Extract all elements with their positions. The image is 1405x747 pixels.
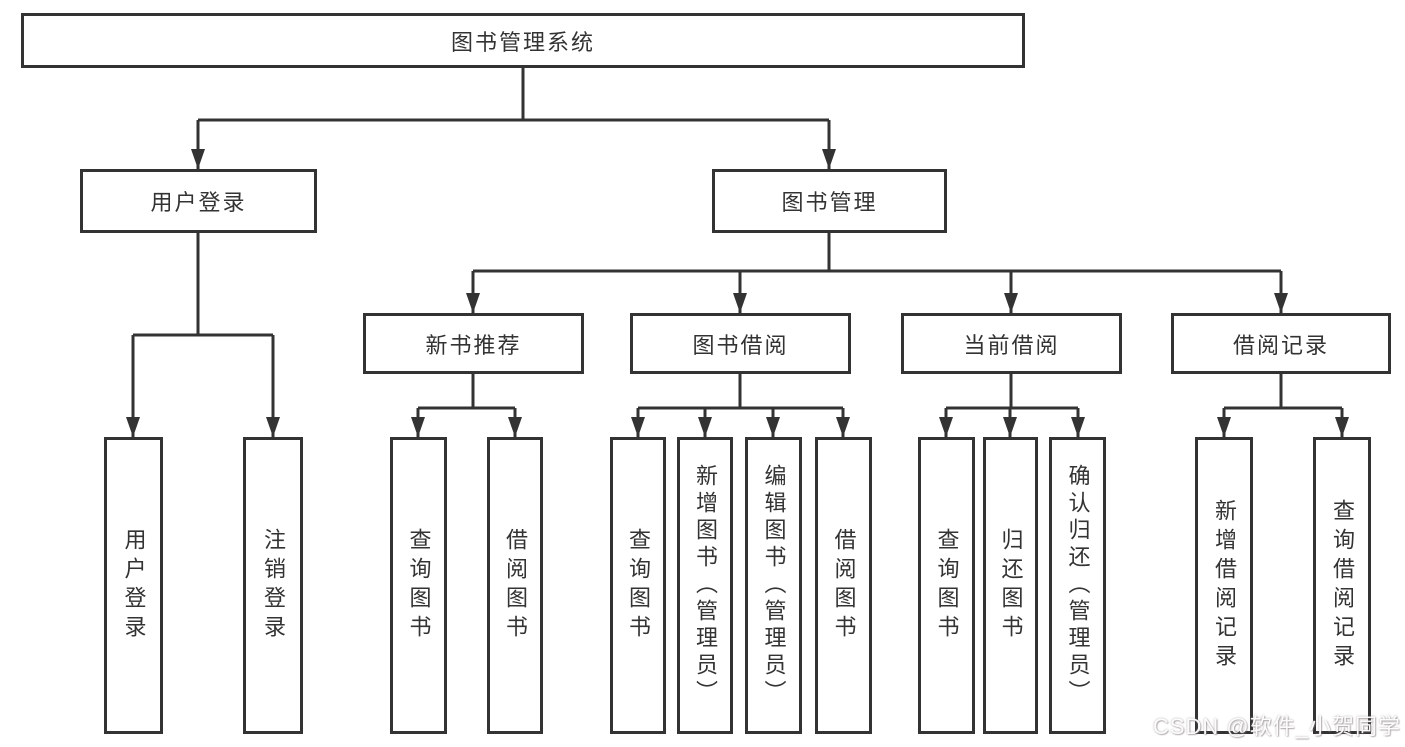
- leaf-borrowing-borrow-books: 借阅图书: [815, 437, 872, 734]
- leaf-label: 查询图书: [934, 527, 960, 644]
- edges-borrow-record-children: [1217, 374, 1349, 437]
- arrowhead-icon: [266, 417, 280, 437]
- edge-line: [131, 233, 275, 437]
- arrowhead-icon: [1217, 417, 1231, 437]
- leaf-newbook-query-books: 查询图书: [390, 437, 447, 734]
- arrowhead-icon: [631, 417, 645, 437]
- leaf-borrowing-query-books: 查询图书: [610, 437, 666, 734]
- leaf-query-borrow-record: 查询借阅记录: [1313, 437, 1371, 734]
- leaf-label: 编辑图书（管理员）: [761, 464, 787, 707]
- arrowhead-icon: [191, 149, 205, 169]
- leaf-label: 确认归还（管理员）: [1065, 464, 1091, 707]
- arrowhead-icon: [126, 417, 140, 437]
- arrowhead-icon: [939, 417, 953, 437]
- arrowhead-icon: [1004, 293, 1018, 313]
- leaf-label: 查询图书: [406, 527, 432, 644]
- edges-new-book-children: [411, 374, 522, 437]
- arrowhead-icon: [1003, 417, 1017, 437]
- arrowhead-icon: [466, 293, 480, 313]
- csdn-watermark: CSDN @软件_小贺同学: [1152, 714, 1401, 739]
- leaf-return-books: 归还图书: [983, 437, 1038, 734]
- leaf-label: 新增图书（管理员）: [693, 464, 718, 707]
- edge-line: [196, 68, 831, 169]
- arrowhead-icon: [822, 149, 836, 169]
- leaf-label: 借阅图书: [831, 527, 857, 644]
- arrowhead-icon: [766, 417, 780, 437]
- arrowhead-icon: [1071, 417, 1085, 437]
- edge-line: [471, 233, 1283, 313]
- leaf-add-books-admin: 新增图书（管理员）: [677, 437, 733, 734]
- leaf-confirm-return-admin: 确认归还（管理员）: [1049, 437, 1106, 734]
- node-new-book-recommend: 新书推荐: [363, 313, 584, 374]
- leaf-newbook-borrow-books: 借阅图书: [487, 437, 543, 734]
- leaf-label: 借阅图书: [503, 527, 528, 644]
- arrowhead-icon: [698, 417, 712, 437]
- node-current-borrowing: 当前借阅: [901, 313, 1122, 374]
- leaf-label: 归还图书: [998, 527, 1024, 644]
- leaf-label: 查询借阅记录: [1330, 498, 1355, 673]
- arrowhead-icon: [733, 293, 747, 313]
- edges-book-mgmt-to-sections: [466, 233, 1288, 313]
- edge-line: [416, 374, 517, 437]
- leaf-label: 新增借阅记录: [1212, 498, 1237, 673]
- edges-book-borrow-children: [631, 374, 850, 437]
- arrowhead-icon: [508, 417, 522, 437]
- edges-user-login-children: [126, 233, 280, 437]
- leaf-label: 查询图书: [626, 527, 651, 644]
- leaf-edit-books-admin: 编辑图书（管理员）: [745, 437, 802, 734]
- arrowhead-icon: [1335, 417, 1349, 437]
- arrowhead-icon: [1274, 293, 1288, 313]
- node-book-borrowing: 图书借阅: [630, 313, 851, 374]
- leaf-user-login: 用户登录: [104, 437, 163, 734]
- node-root-system: 图书管理系统: [21, 13, 1025, 68]
- leaf-label: 注销登录: [261, 527, 286, 644]
- node-borrowing-records: 借阅记录: [1171, 313, 1391, 374]
- leaf-add-borrow-record: 新增借阅记录: [1195, 437, 1253, 734]
- edges-root-to-level2: [191, 68, 836, 169]
- node-user-login: 用户登录: [80, 169, 317, 233]
- leaf-label: 用户登录: [121, 527, 147, 644]
- edges-current-borrow-children: [939, 374, 1085, 437]
- arrowhead-icon: [411, 417, 425, 437]
- edge-line: [636, 374, 845, 437]
- arrowhead-icon: [836, 417, 850, 437]
- edge-line: [1222, 374, 1344, 437]
- node-book-management: 图书管理: [712, 169, 947, 233]
- leaf-logout: 注销登录: [243, 437, 303, 734]
- leaf-current-query-books: 查询图书: [918, 437, 975, 734]
